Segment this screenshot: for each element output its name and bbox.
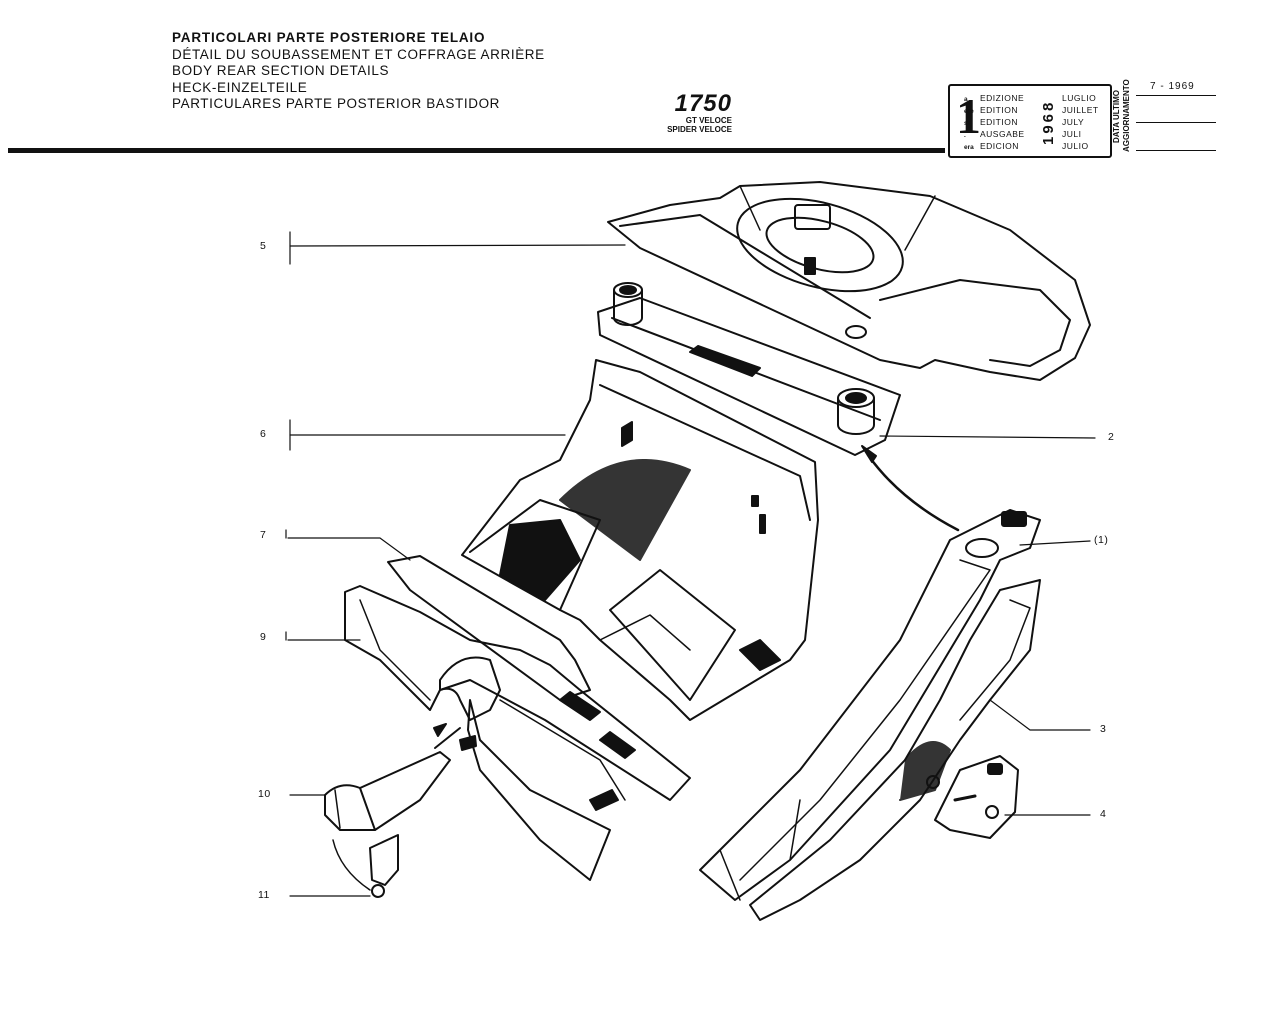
edition-word: EDITION <box>980 105 1018 115</box>
ordinal: st <box>964 120 970 127</box>
part-1-side-rail <box>699 509 1041 901</box>
edition-word: EDICION <box>980 141 1019 151</box>
part-11-reinforcement <box>332 834 399 898</box>
part-5-rear-panel <box>607 181 1091 381</box>
edition-word: AUSGABE <box>980 129 1025 139</box>
part-3-side-rail <box>749 579 1041 921</box>
part-6-rear-floor <box>461 359 819 721</box>
edition-month: JULIO <box>1062 141 1089 151</box>
model-variant-gt: GT VELOCE <box>685 116 732 125</box>
edition-word: EDIZIONE <box>980 93 1025 103</box>
label-part-1: (1) <box>1094 534 1109 546</box>
edition-month: JULY <box>1062 117 1085 127</box>
edition-box: 1 a ere st . era EDIZIONE EDITION EDITIO… <box>948 84 1112 158</box>
arrow-bracket <box>434 727 461 749</box>
edition-words: EDIZIONE EDITION EDITION AUSGABE EDICION <box>980 92 1025 152</box>
title-italian: PARTICOLARI PARTE POSTERIORE TELAIO <box>172 30 486 45</box>
edition-ordinals: a ere st . era <box>964 94 974 154</box>
model-number: 1750 <box>674 90 732 117</box>
arrow-1-to-2 <box>866 453 960 532</box>
model-variant-spider: SPIDER VELOCE <box>667 125 732 134</box>
update-line <box>1136 150 1216 151</box>
label-part-11: 11 <box>258 889 270 901</box>
title-german: HECK-EINZELTEILE <box>172 79 308 95</box>
edition-months: LUGLIO JUILLET JULY JULI JULIO <box>1062 92 1099 152</box>
ordinal: . <box>964 132 966 139</box>
edition-month: JUILLET <box>1062 105 1099 115</box>
edition-month: JULI <box>1062 129 1082 139</box>
header-rule <box>8 148 945 153</box>
label-part-5: 5 <box>260 240 267 252</box>
label-part-10: 10 <box>258 788 271 800</box>
label-part-7: 7 <box>260 529 267 541</box>
arrow-head <box>433 723 447 737</box>
part-10-bracket <box>324 751 451 831</box>
label-part-3: 3 <box>1100 723 1107 735</box>
ordinal: a <box>964 96 968 103</box>
arrow-head <box>861 445 877 463</box>
part-4-bracket <box>934 755 1019 839</box>
label-part-9: 9 <box>260 631 267 643</box>
model-block: 1750 GT VELOCE SPIDER VELOCE <box>640 90 732 135</box>
leader-lines <box>285 231 1096 897</box>
update-line <box>1136 122 1216 123</box>
label-part-2: 2 <box>1108 431 1115 443</box>
ordinal: era <box>964 144 974 151</box>
label-part-6: 6 <box>260 428 267 440</box>
title-french: DÉTAIL DU SOUBASSEMENT ET COFFRAGE ARRIÈ… <box>172 46 545 62</box>
label-part-4: 4 <box>1100 808 1107 820</box>
part-7-9-floor-members <box>344 555 691 881</box>
title-english: BODY REAR SECTION DETAILS <box>172 63 390 78</box>
edition-word: EDITION <box>980 117 1018 127</box>
last-update-date: 7 - 1969 <box>1150 81 1195 92</box>
edition-number: 1 <box>956 88 981 144</box>
edition-month: LUGLIO <box>1062 93 1097 103</box>
update-line <box>1136 95 1216 96</box>
part-2-cross-member <box>597 282 901 456</box>
title-block: PARTICOLARI PARTE POSTERIORE TELAIO DÉTA… <box>172 30 545 113</box>
title-spanish: PARTICULARES PARTE POSTERIOR BASTIDOR <box>172 96 501 111</box>
ordinal: ere <box>964 108 974 115</box>
